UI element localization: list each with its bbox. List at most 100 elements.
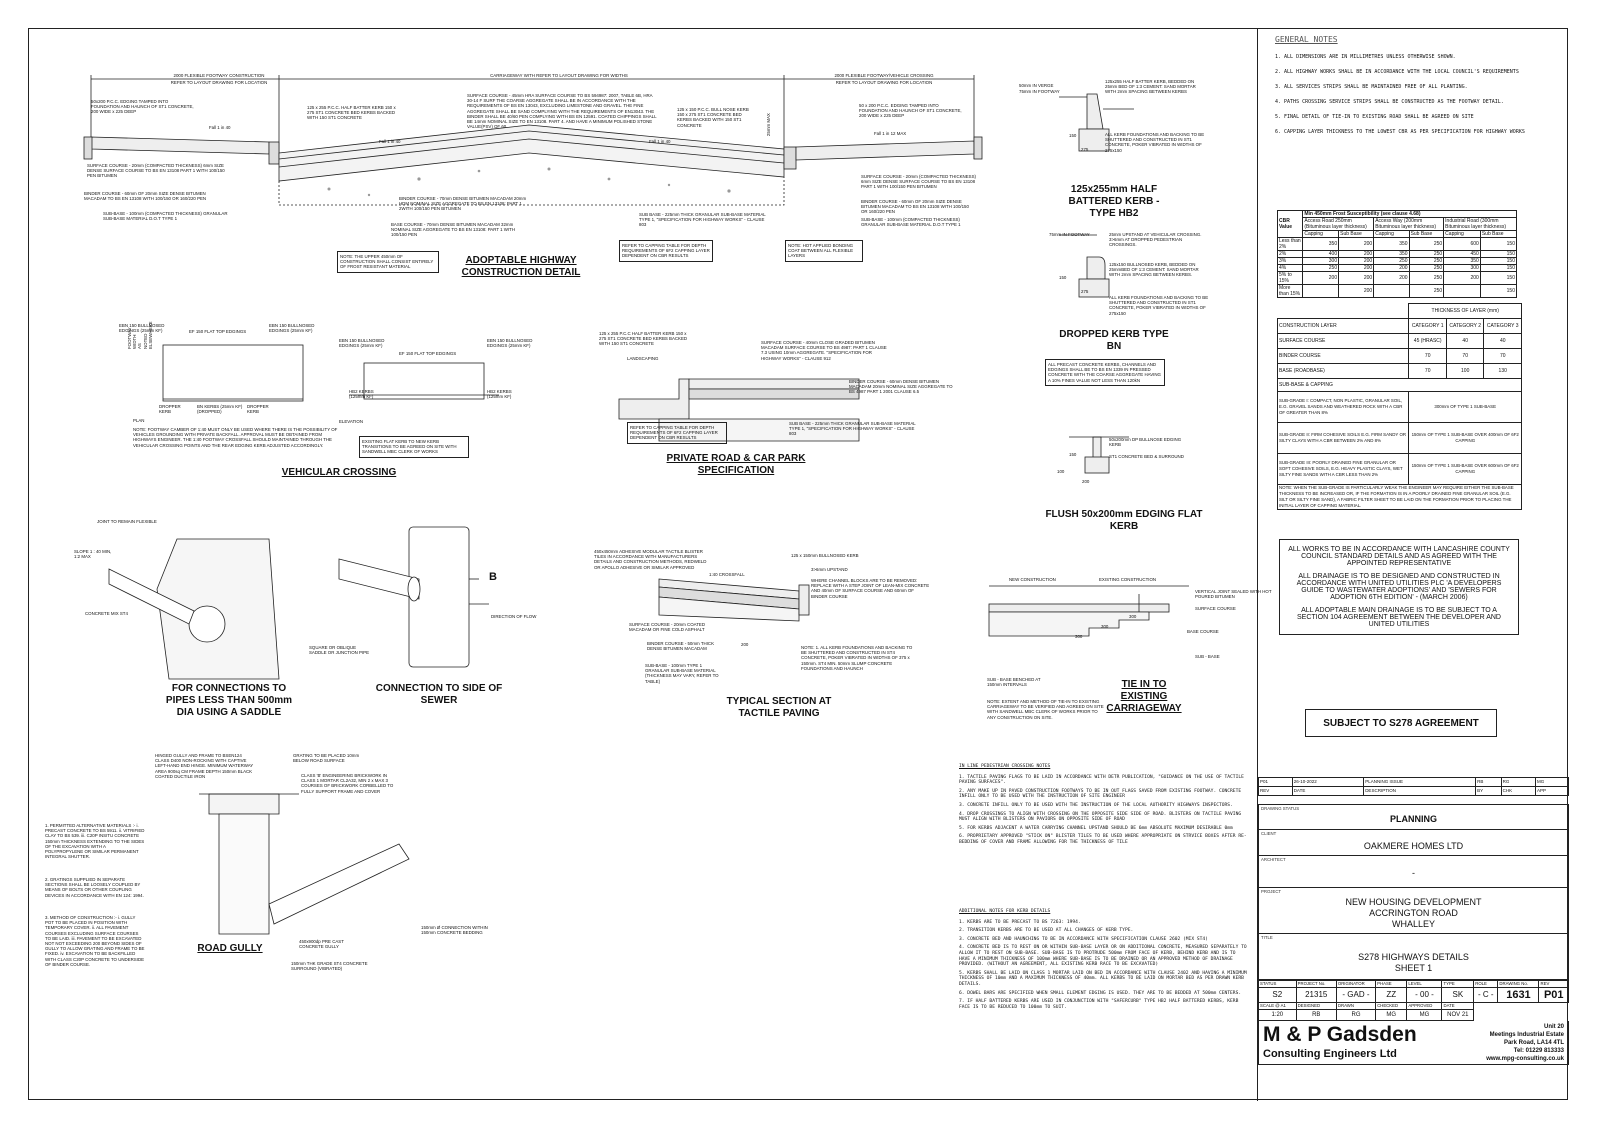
- address-line: www.mpg-consulting.co.uk: [1486, 1056, 1564, 1062]
- revision-cell: MG: [1534, 777, 1570, 787]
- general-note: 6. CAPPING LAYER THICKNESS TO THE LOWEST…: [1275, 129, 1525, 135]
- cbr-sub: Capping: [1373, 230, 1410, 238]
- cbr-title: Min 450mm Frost Susceptibility (see clau…: [1302, 210, 1517, 218]
- layer-cell: 40: [1445, 333, 1485, 349]
- kerb-note: 3. CONCRETE BED AND HAUNCHING TO BE IN A…: [959, 936, 1208, 942]
- hb2-right: HB2 KERBS (125mm KF): [487, 389, 512, 400]
- cbr-cell: 200: [1338, 237, 1375, 251]
- cbr-label: CBR Value: [1276, 210, 1304, 238]
- ebn-elev-left: EBN 150 BULLNOSED EDGINGS (25mm KF): [339, 338, 385, 349]
- tactile-blocks: WHERE CHANNEL BLOCKS ARE TO BE REMOVED: …: [811, 578, 930, 599]
- cbr-cell: 150: [1479, 250, 1518, 258]
- note-binder-mid: BINDER COURSE - 70mm DENSE BITUMEN MACAD…: [399, 196, 527, 212]
- grade-desc: SUB-GRADE III: POORLY DRAINED FINE GRANU…: [1276, 453, 1410, 485]
- dropper-right: DROPPER KERB: [247, 404, 269, 415]
- company-name: M & P Gadsden: [1263, 1023, 1417, 1046]
- tiein-subbase: SUB - BASE: [1195, 654, 1220, 659]
- meta-value-cell: RB: [1295, 1009, 1337, 1021]
- kerb-note: 4. CONCRETE BED IS TO REST ON OR WITHIN …: [959, 945, 1247, 968]
- elevation-label: ELEVATION: [339, 419, 363, 424]
- meta-value-cell: MG: [1375, 1009, 1408, 1021]
- flush-dim: 200: [1082, 479, 1090, 484]
- meta-head-cell: CHECKED: [1375, 1002, 1408, 1010]
- layer-cell: 70: [1445, 348, 1485, 364]
- cbr-cell: 150: [1479, 237, 1518, 251]
- cbr-cell: Less than 2%: [1276, 237, 1304, 251]
- layer-cell: 70: [1483, 348, 1522, 364]
- gully-brick: CLASS 'B' ENGINEERING BRICKWORK IN CLASS…: [301, 773, 394, 794]
- revision-cell: P01: [1258, 777, 1293, 787]
- cbr-cell: 350: [1373, 250, 1410, 258]
- gully-gratings: 2. GRATINGS SUPPLIED IN SEPARATE SECTION…: [45, 877, 144, 898]
- footway-width: FOOTWAY WIDTH AS NOTED ELSEWHERE: [127, 321, 153, 349]
- dropper-left: DROPPER KERB: [159, 404, 181, 415]
- layer-col: CONSTRUCTION LAYER: [1276, 318, 1410, 334]
- code-head-cell: ORIGINATOR: [1335, 980, 1377, 988]
- cbr-cell: 4%: [1276, 264, 1304, 272]
- lancashire-p2: ALL DRAINAGE IS TO BE DESIGNED AND CONST…: [1296, 573, 1502, 601]
- general-note: 1. ALL DIMENSIONS ARE IN MILLIMETRES UNL…: [1275, 54, 1456, 60]
- junction-label: SQUARE OR OBLIQUE SADDLE OR JUNCTION PIP…: [309, 645, 370, 656]
- meta-value-cell: 1:20: [1258, 1009, 1297, 1021]
- title-line: SHEET 1: [1394, 963, 1433, 973]
- pedestrian-note: 4. DROP CROSSINGS TO ALIGN WITH CROSSING…: [959, 811, 1242, 823]
- status-label: DRAWING STATUS: [1261, 806, 1300, 811]
- ebn-right: EBN 150 BULLNOSED EDGINGS (25mm KF): [269, 323, 315, 334]
- company-address: Unit 20 Meetings Industrial Estate Park …: [1486, 1023, 1564, 1063]
- tactile-dim: 200: [741, 642, 749, 647]
- general-note: 2. ALL HIGHWAY WORKS SHALL BE IN ACCORDA…: [1275, 69, 1519, 75]
- saddle-joint: JOINT TO REMAIN FLEXIBLE: [97, 519, 157, 524]
- grade-row: SUB-GRADE III: POORLY DRAINED FINE GRANU…: [1276, 453, 1522, 485]
- highway-section-drawing: [83, 75, 983, 206]
- company-cell: M & P Gadsden Consulting Engineers Ltd U…: [1258, 1021, 1569, 1065]
- kerb-note: 1. KERBS ARE TO BE PRECAST TO BS 7263: 1…: [959, 919, 1081, 925]
- cbr-cell: 2%: [1276, 250, 1304, 258]
- dim-25mm: 25mm MAX: [765, 113, 771, 137]
- architect-cell: ARCHITECT -: [1258, 856, 1569, 888]
- client-cell: CLIENT OAKMERE HOMES LTD: [1258, 830, 1569, 856]
- note-surface-course: SURFACE COURSE - 45mm HRA SURFACE COURSE…: [467, 93, 657, 130]
- title-block: DRAWING STATUS PLANNING CLIENT OAKMERE H…: [1258, 804, 1569, 1065]
- layer-cell: 70: [1408, 348, 1447, 364]
- dim-mid-label: CARRIAGEWAY WITH REFER TO LAYOUT DRAWING…: [490, 73, 628, 78]
- status-value: PLANNING: [1390, 814, 1437, 824]
- sewer-title: CONNECTION TO SIDE OF SEWER: [375, 683, 503, 706]
- cbr-cell: 250: [1408, 284, 1445, 298]
- meta-value-cell: RG: [1335, 1009, 1377, 1021]
- cbr-cell: 350: [1302, 237, 1340, 251]
- revision-head-cell: REV: [1258, 786, 1293, 796]
- cbr-cell: 200: [1338, 257, 1375, 265]
- cbr-cell: 350: [1443, 257, 1481, 265]
- meta-head-cell: SCALE @ A1: [1258, 1002, 1297, 1010]
- cbr-cell: 300: [1302, 257, 1340, 265]
- vehicular-box: EXISTING FLAT KERB TO NEW KERB TRANSITIO…: [359, 436, 469, 458]
- tiein-joint: VERTICAL JOINT SEALED WITH HOT POURED BI…: [1195, 589, 1272, 600]
- revision-cell: 26-10-2022: [1291, 777, 1365, 787]
- layer-header: THICKNESS OF LAYER (mm): [1408, 303, 1522, 319]
- dim-right-sub: REFER TO LAYOUT DRAWING FOR LOCATION: [835, 80, 933, 85]
- bn-note-box: ALL PRECAST CONCRETE KERBS, CHANNELS AND…: [1045, 359, 1165, 386]
- code-value-cell: - C -: [1473, 987, 1499, 1003]
- note-binder-right: BINDER COURSE - 60mm OF 20mm SIZE DENSE …: [861, 199, 969, 215]
- grade-spec: 300mm OF TYPE 1 SUB-BASE: [1408, 391, 1522, 423]
- gully-surround: 150mm THK GRADE ST4 CONCRETE SURROUND (V…: [291, 961, 368, 972]
- cbr-cell: 250: [1373, 257, 1410, 265]
- code-value-cell: - 00 -: [1406, 987, 1443, 1003]
- hb2-footway: 75mm IN FOOTWAY: [1019, 89, 1060, 94]
- drawing-sheet: 2000 FLEXIBLE FOOTWAY CONSTRUCTION REFER…: [28, 28, 1570, 1101]
- hb2-dim: 275: [1081, 147, 1089, 152]
- tiein-base: BASE COURSE: [1187, 629, 1219, 634]
- cbr-cell: 150: [1479, 284, 1518, 298]
- revision-head-cell: CHK: [1500, 786, 1536, 796]
- meta-head-cell: DRAWN: [1335, 1002, 1377, 1010]
- note-box-capping: REFER TO CAPPING TABLE FOR DEPTH REQUIRE…: [619, 240, 713, 262]
- grade-desc: SUB-GRADE II: FIRM COHESIVE SOILS E.G. F…: [1276, 422, 1410, 454]
- meta-head-cell: DESIGNED: [1295, 1002, 1337, 1010]
